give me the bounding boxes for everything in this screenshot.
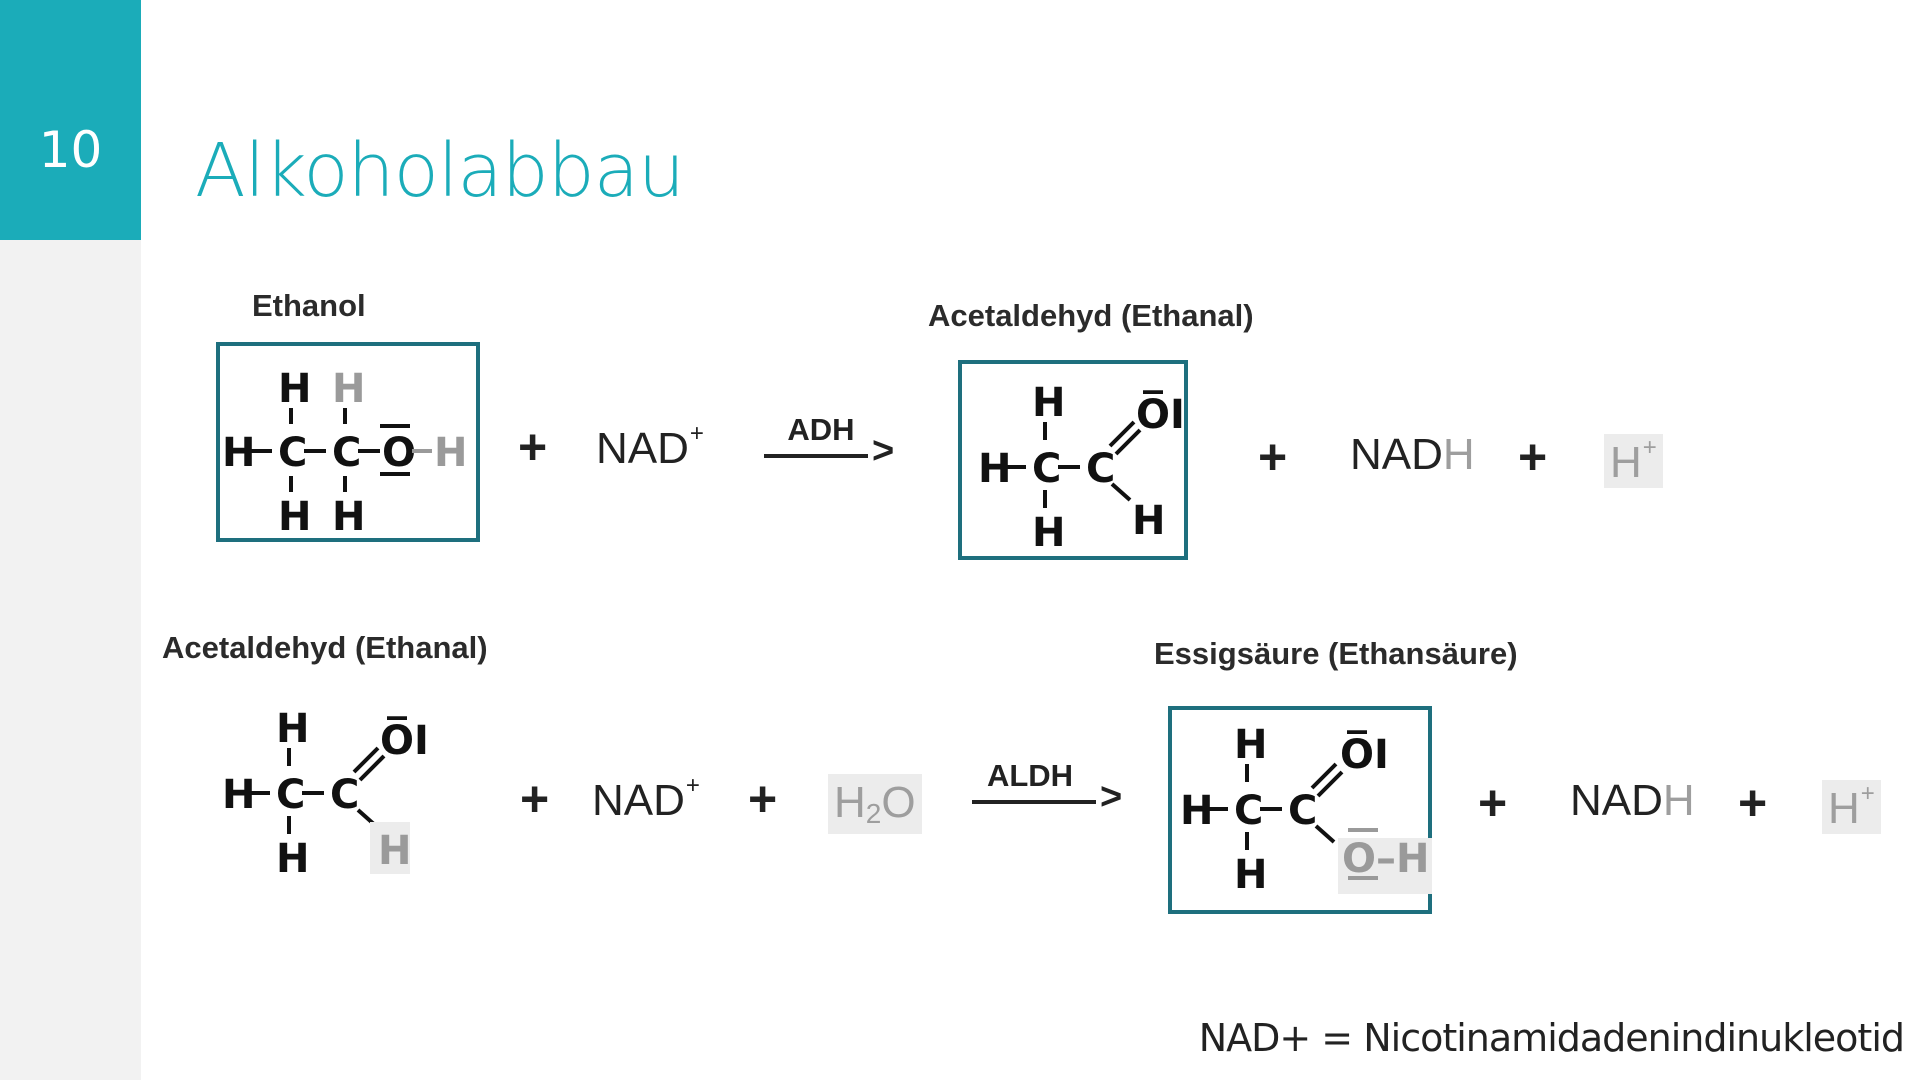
ethanol-structure-box: H H H C C O H H H (216, 342, 480, 542)
reaction-arrow (972, 800, 1096, 804)
svg-text:H: H (276, 836, 309, 882)
svg-text:C: C (1032, 446, 1061, 492)
svg-text:C: C (330, 772, 359, 818)
acetic-acid-structure: H H C C O̅I H O–H (1180, 722, 1432, 898)
nad-plus-reactant: NAD+ (596, 420, 704, 473)
plus-sign: + (748, 771, 778, 827)
acetic-acid-label: Essigsäure (Ethansäure) (1154, 636, 1518, 671)
water-reactant: H2O (828, 774, 922, 834)
svg-text:C: C (276, 772, 305, 818)
enzyme-adh: ADH (787, 412, 855, 447)
nad-plus-reactant: NAD+ (592, 772, 700, 825)
plus-sign: + (1258, 429, 1288, 485)
acetaldehyde-structure: H H C C O̅I H H (978, 380, 1185, 556)
svg-text:H: H (332, 366, 365, 412)
ethanol-structure: H H H C C O H H H (222, 366, 467, 540)
svg-text:O̅I: O̅I (1136, 390, 1185, 438)
svg-text:H: H (1032, 380, 1065, 426)
nadh-product: NADH (1570, 776, 1695, 825)
plus-sign: + (1518, 429, 1548, 485)
svg-text:H: H (378, 828, 411, 874)
svg-text:C: C (1288, 788, 1317, 834)
acetaldehyde-structure-box: H H C C O̅I H H (958, 360, 1188, 560)
acetaldehyde-reactant-structure: H H C C O̅I H H (222, 706, 429, 882)
svg-text:H: H (1234, 852, 1267, 898)
svg-text:H: H (1032, 510, 1065, 556)
svg-text:O̅I: O̅I (1340, 730, 1389, 778)
footnote: NAD+ = Nicotinamidadenindinukleotid (1198, 1016, 1905, 1060)
proton-product: H+ (1822, 780, 1881, 834)
enzyme-aldh: ALDH (986, 758, 1074, 793)
proton-product: H+ (1604, 434, 1663, 488)
reaction-arrow (764, 454, 868, 458)
acetic-acid-structure-box: H H C C O̅I H O–H (1168, 706, 1432, 914)
nadh-product: NADH (1350, 430, 1475, 479)
svg-text:H: H (1234, 722, 1267, 768)
slide-title: Alkoholabbau (195, 128, 685, 214)
svg-text:H: H (276, 706, 309, 752)
acetaldehyde-reactant-label: Acetaldehyd (Ethanal) (162, 630, 488, 665)
plus-sign: + (520, 771, 550, 827)
plus-sign: + (1738, 775, 1768, 831)
svg-text:H: H (434, 430, 467, 476)
ethanol-label: Ethanol (252, 288, 366, 323)
arrow-head: > (1100, 776, 1123, 818)
svg-text:O–H: O–H (1342, 836, 1429, 882)
svg-text:C: C (332, 430, 361, 476)
svg-text:H: H (278, 494, 311, 540)
slide-number: 10 (0, 0, 141, 240)
svg-text:H: H (332, 494, 365, 540)
arrow-head: > (872, 430, 895, 472)
svg-text:O̅I: O̅I (380, 716, 429, 764)
svg-text:O: O (382, 430, 416, 476)
svg-text:H: H (1132, 498, 1165, 544)
acetaldehyde-product-label: Acetaldehyd (Ethanal) (928, 298, 1254, 333)
svg-text:C: C (278, 430, 307, 476)
svg-text:C: C (1086, 446, 1115, 492)
svg-text:H: H (278, 366, 311, 412)
plus-sign: + (1478, 775, 1508, 831)
plus-sign: + (518, 419, 548, 475)
svg-text:C: C (1234, 788, 1263, 834)
